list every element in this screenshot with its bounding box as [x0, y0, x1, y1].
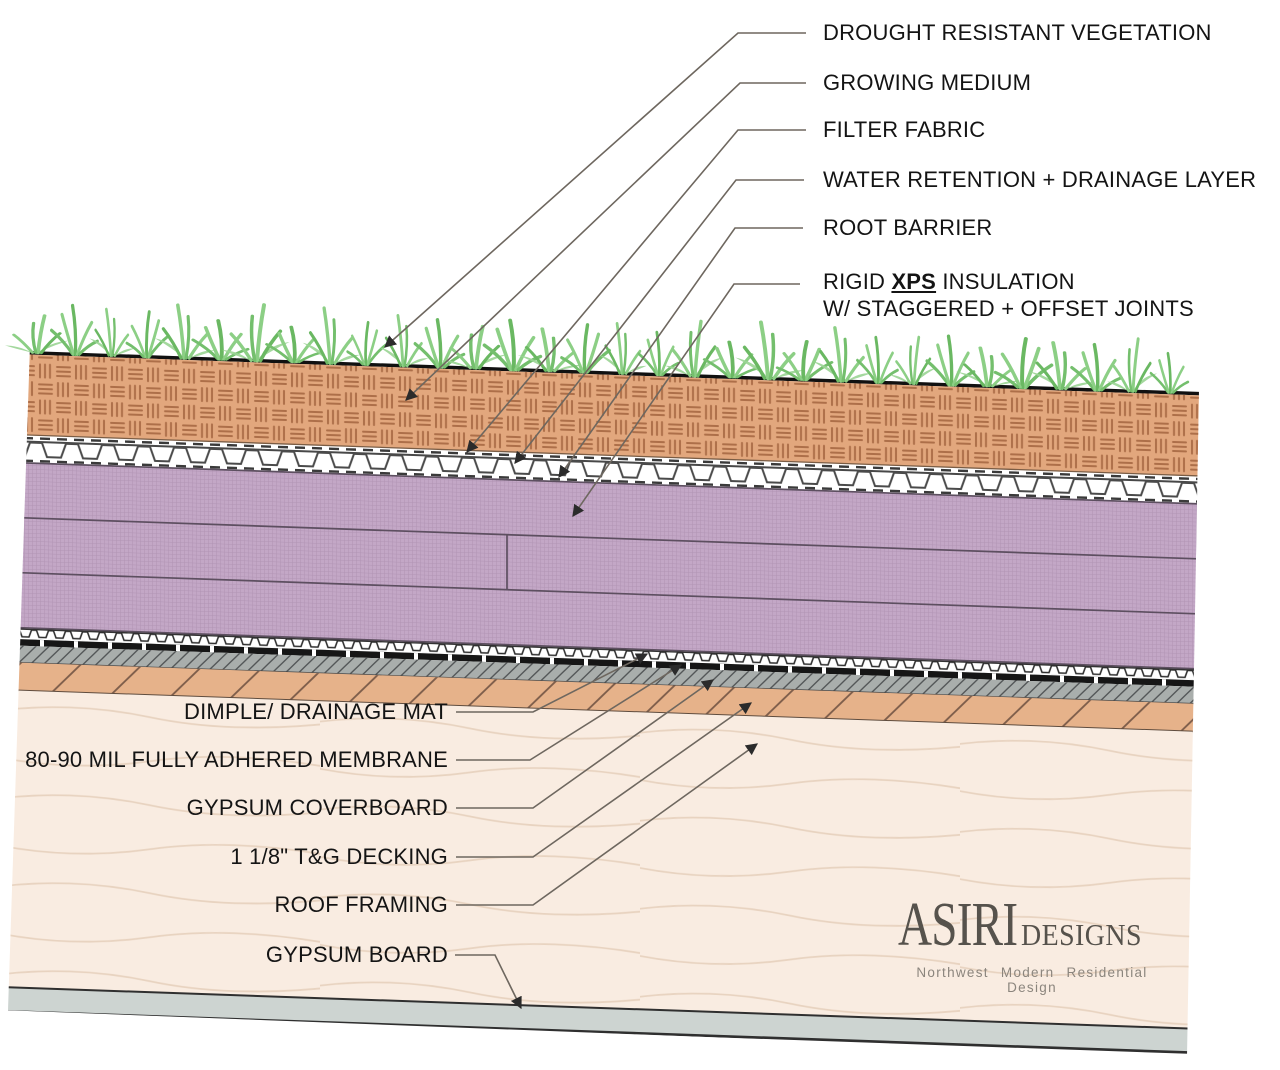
soil-top-line [8, 350, 1199, 396]
leader-vegetation [384, 32, 806, 348]
layer-dimple-mat [8, 628, 1199, 680]
leader-filter-fabric [466, 129, 806, 453]
layer-root-barrier [8, 458, 1199, 503]
layer-membrane [8, 638, 1199, 687]
growing-medium-hatch [8, 353, 1199, 476]
callout-growing-medium: GROWING MEDIUM [823, 70, 1032, 95]
xps-label-bold: XPS [891, 269, 937, 294]
assembly-sloped-group [3, 301, 1199, 1055]
leader-xps-insulation [572, 283, 800, 517]
callout-dimple-mat: DIMPLE/ DRAINAGE MAT [184, 699, 448, 724]
logo-name-primary: ASIRI [898, 891, 1018, 959]
leader-water-retention [514, 179, 804, 464]
layer-gypsum-board [8, 987, 1199, 1053]
leader-coverboard [456, 679, 714, 809]
callout-roof-framing: ROOF FRAMING [274, 892, 448, 917]
framing-grain [8, 690, 1199, 1029]
logo-name-secondary: DESIGNS [1020, 917, 1142, 952]
callout-filter-fabric: FILTER FABRIC [823, 117, 986, 142]
callout-root-barrier: ROOT BARRIER [823, 215, 993, 240]
xps-joints [8, 461, 1199, 670]
callout-xps-insulation: RIGID XPS INSULATION W/ STAGGERED + OFFS… [823, 268, 1194, 322]
layer-drainage-cups [8, 440, 1199, 499]
callout-vegetation: DROUGHT RESISTANT VEGETATION [823, 20, 1212, 45]
leader-lines [384, 32, 806, 1010]
xps-label-suffix: INSULATION [936, 269, 1075, 294]
asiri-designs-logo: ASIRI DESIGNS Northwest Modern Residenti… [898, 894, 1166, 995]
leader-gypsum-board [455, 954, 522, 1010]
soil-bottom-line [8, 433, 1199, 477]
xps-label-prefix: RIGID [823, 269, 892, 294]
xps-label-line2: W/ STAGGERED + OFFSET JOINTS [823, 296, 1194, 321]
callout-decking: 1 1/8" T&G DECKING [230, 844, 448, 869]
logo-tagline: Northwest Modern Residential Design [916, 965, 1148, 995]
gypsum-board-top-line [8, 986, 1199, 1030]
leader-membrane [456, 664, 683, 761]
callout-coverboard: GYPSUM COVERBOARD [186, 795, 448, 820]
xps-texture [8, 462, 1199, 669]
layer-filter-fabric [8, 436, 1199, 481]
leader-dimple-mat [456, 653, 649, 713]
leader-decking [456, 702, 752, 858]
callout-gypsum-board: GYPSUM BOARD [265, 942, 448, 967]
leader-roof-framing [456, 743, 758, 906]
callout-membrane: 80-90 MIL FULLY ADHERED MEMBRANE [25, 747, 448, 772]
coverboard-hatch [8, 645, 1199, 704]
callout-water-retention: WATER RETENTION + DRAINAGE LAYER [823, 167, 1257, 192]
decking-hatch [8, 662, 1199, 732]
leader-root-barrier [558, 227, 803, 478]
leader-growing-medium [405, 82, 806, 401]
